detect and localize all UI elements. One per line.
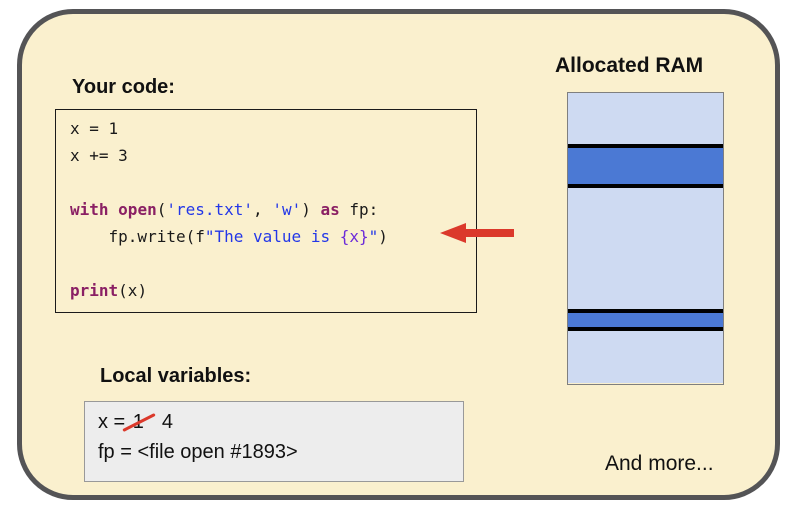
variable-fp-line: fp = <file open #1893>	[98, 441, 298, 463]
ram-segment-light	[568, 188, 723, 309]
ram-segment-separator	[568, 143, 723, 148]
red-arrow-tail	[464, 229, 514, 237]
code-token: "The value is	[204, 227, 340, 246]
code-token: print	[70, 281, 119, 300]
code-token: fp:	[339, 200, 379, 219]
code-line	[70, 169, 476, 196]
code-token: "	[368, 227, 379, 246]
code-token: {x}	[339, 227, 369, 246]
variable-x-new-value: 4	[161, 411, 174, 433]
ram-segment-dark	[568, 313, 723, 327]
code-token: open	[118, 200, 157, 219]
ram-segment-separator	[568, 308, 723, 313]
code-token: (	[156, 200, 167, 219]
code-token: x = 1	[70, 119, 119, 138]
code-line: x += 3	[70, 142, 476, 169]
code-token: x += 3	[70, 146, 128, 165]
ram-segment-dark	[568, 148, 723, 184]
red-arrow-icon	[440, 223, 514, 243]
ram-segment-light	[568, 93, 723, 144]
red-arrow-head	[440, 223, 466, 243]
code-line: with open('res.txt', 'w') as fp:	[70, 196, 476, 223]
code-line: print(x)	[70, 277, 476, 304]
code-token: as	[320, 200, 340, 219]
code-line: fp.write(f"The value is {x}")	[70, 223, 476, 250]
code-token: with	[70, 200, 109, 219]
local-variables-heading: Local variables:	[100, 365, 252, 387]
code-line: x = 1	[70, 115, 476, 142]
code-box: x = 1 x += 3 with open('res.txt', 'w') as…	[55, 109, 477, 313]
ram-column	[567, 92, 724, 385]
code-token: )	[301, 200, 321, 219]
ram-segment-separator	[568, 183, 723, 188]
code-content: x = 1 x += 3 with open('res.txt', 'w') as…	[56, 110, 476, 304]
ram-segment-separator	[568, 326, 723, 331]
variable-x-old-value: 1	[131, 407, 146, 437]
your-code-heading: Your code:	[72, 76, 175, 98]
and-more-label: And more...	[605, 452, 714, 475]
code-token: 'w'	[272, 200, 302, 219]
code-line	[70, 250, 476, 277]
code-token	[109, 200, 119, 219]
code-token: fp.write(f	[70, 227, 205, 246]
code-token: (x)	[118, 281, 148, 300]
ram-segment-light	[568, 331, 723, 383]
code-token: ,	[253, 200, 273, 219]
code-token: )	[378, 227, 388, 246]
allocated-ram-heading: Allocated RAM	[555, 54, 704, 77]
code-token: 'res.txt'	[166, 200, 254, 219]
outer-rounded-panel: Your code: x = 1 x += 3 with open('res.tx…	[17, 9, 780, 500]
variable-x-prefix: x =	[98, 411, 131, 433]
